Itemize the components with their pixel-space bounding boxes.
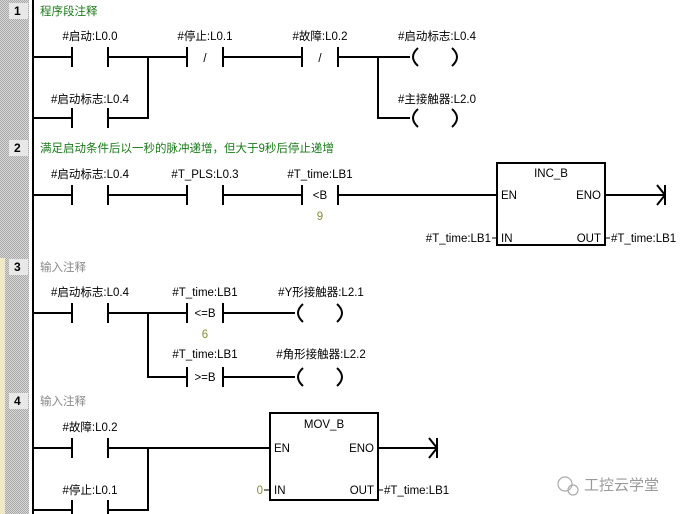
box-pin-out: OUT (577, 233, 601, 245)
contact-label: #T_time:LB1 (172, 287, 237, 299)
contact-label: #启动标志:L0.4 (51, 286, 130, 299)
coil-label: #角形接触器:L2.2 (276, 347, 365, 361)
inc-b-box[interactable] (496, 162, 606, 246)
nc-mark: / (203, 53, 207, 65)
network-number: 2 (14, 141, 21, 155)
compare-operator: >=B (194, 372, 215, 384)
network-comment[interactable]: 满足启动条件后以一秒的脉冲递增，但大于9秒后停止递增 (40, 141, 334, 155)
network-2[interactable]: 2 满足启动条件后以一秒的脉冲递增，但大于9秒后停止递增 #启动标志:L0.4 … (9, 140, 676, 246)
coil-label: #启动标志:L0.4 (398, 30, 477, 43)
contact-label: #故障:L0.2 (63, 420, 118, 434)
box-in-operand[interactable]: #T_time:LB1 (426, 233, 491, 245)
box-title: INC_B (534, 168, 568, 180)
gutter-highlight (0, 258, 5, 514)
rung-wires (33, 184, 667, 206)
network-comment[interactable]: 输入注释 (40, 394, 86, 408)
box-pin-in: IN (501, 233, 513, 245)
contact-label: #故障:L0.2 (293, 29, 348, 43)
box-pin-en: EN (274, 443, 290, 455)
contact-label: #停止:L0.1 (178, 29, 233, 43)
contact-label: #T_PLS:L0.3 (171, 169, 238, 181)
coil-label: #主接触器:L2.0 (398, 92, 476, 106)
contact-label: #启动标志:L0.4 (51, 93, 130, 106)
network-3[interactable]: 3 输入注释 #启动标志:L0.4 #T_time:LB1 #T_time:LB… (9, 259, 366, 387)
network-4[interactable]: 4 输入注释 #故障:L0.2 #停止:L0.1 MOV_B EN ENO IN… (9, 393, 449, 514)
network-number: 3 (14, 260, 21, 274)
box-pin-eno: ENO (349, 443, 374, 455)
watermark: 工控云学堂 (557, 476, 659, 496)
mov-b-box[interactable] (269, 412, 379, 501)
network-number: 4 (14, 394, 21, 408)
wechat-icon (557, 476, 579, 496)
rung-wires (33, 437, 439, 514)
watermark-text: 工控云学堂 (584, 477, 659, 494)
contact-label: #停止:L0.1 (63, 483, 118, 497)
network-number: 1 (14, 4, 21, 18)
compare-operator: <=B (194, 308, 215, 320)
rung-wires (33, 303, 295, 387)
contact-label: #T_time:LB1 (287, 169, 352, 181)
network-1[interactable]: 1 程序段注释 #启动:L0.0 #停止:L0.1 #故障:L0.2 #启动标志… (9, 3, 477, 128)
compare-value: 9 (317, 211, 323, 223)
network-comment[interactable]: 输入注释 (40, 260, 86, 274)
contact-label: #启动标志:L0.4 (51, 168, 130, 181)
network-comment[interactable]: 程序段注释 (40, 4, 98, 18)
contact-label: #启动:L0.0 (63, 30, 118, 43)
box-in-operand[interactable]: 0 (257, 485, 263, 497)
rung-wires (33, 47, 410, 128)
coil-shapes (297, 303, 343, 387)
compare-value: 6 (202, 329, 208, 341)
box-pin-in: IN (274, 485, 286, 497)
box-pin-eno: ENO (576, 190, 601, 202)
compare-operator: <B (313, 190, 328, 202)
box-pin-out: OUT (350, 485, 374, 497)
coil-shapes (412, 47, 458, 128)
box-pin-en: EN (501, 190, 517, 202)
nc-mark: / (318, 53, 322, 65)
coil-label: #Y形接触器:L2.1 (278, 285, 364, 299)
contact-label: #T_time:LB1 (172, 349, 237, 361)
box-out-operand[interactable]: #T_time:LB1 (611, 233, 676, 245)
box-out-operand[interactable]: #T_time:LB1 (384, 485, 449, 497)
box-title: MOV_B (304, 419, 345, 431)
